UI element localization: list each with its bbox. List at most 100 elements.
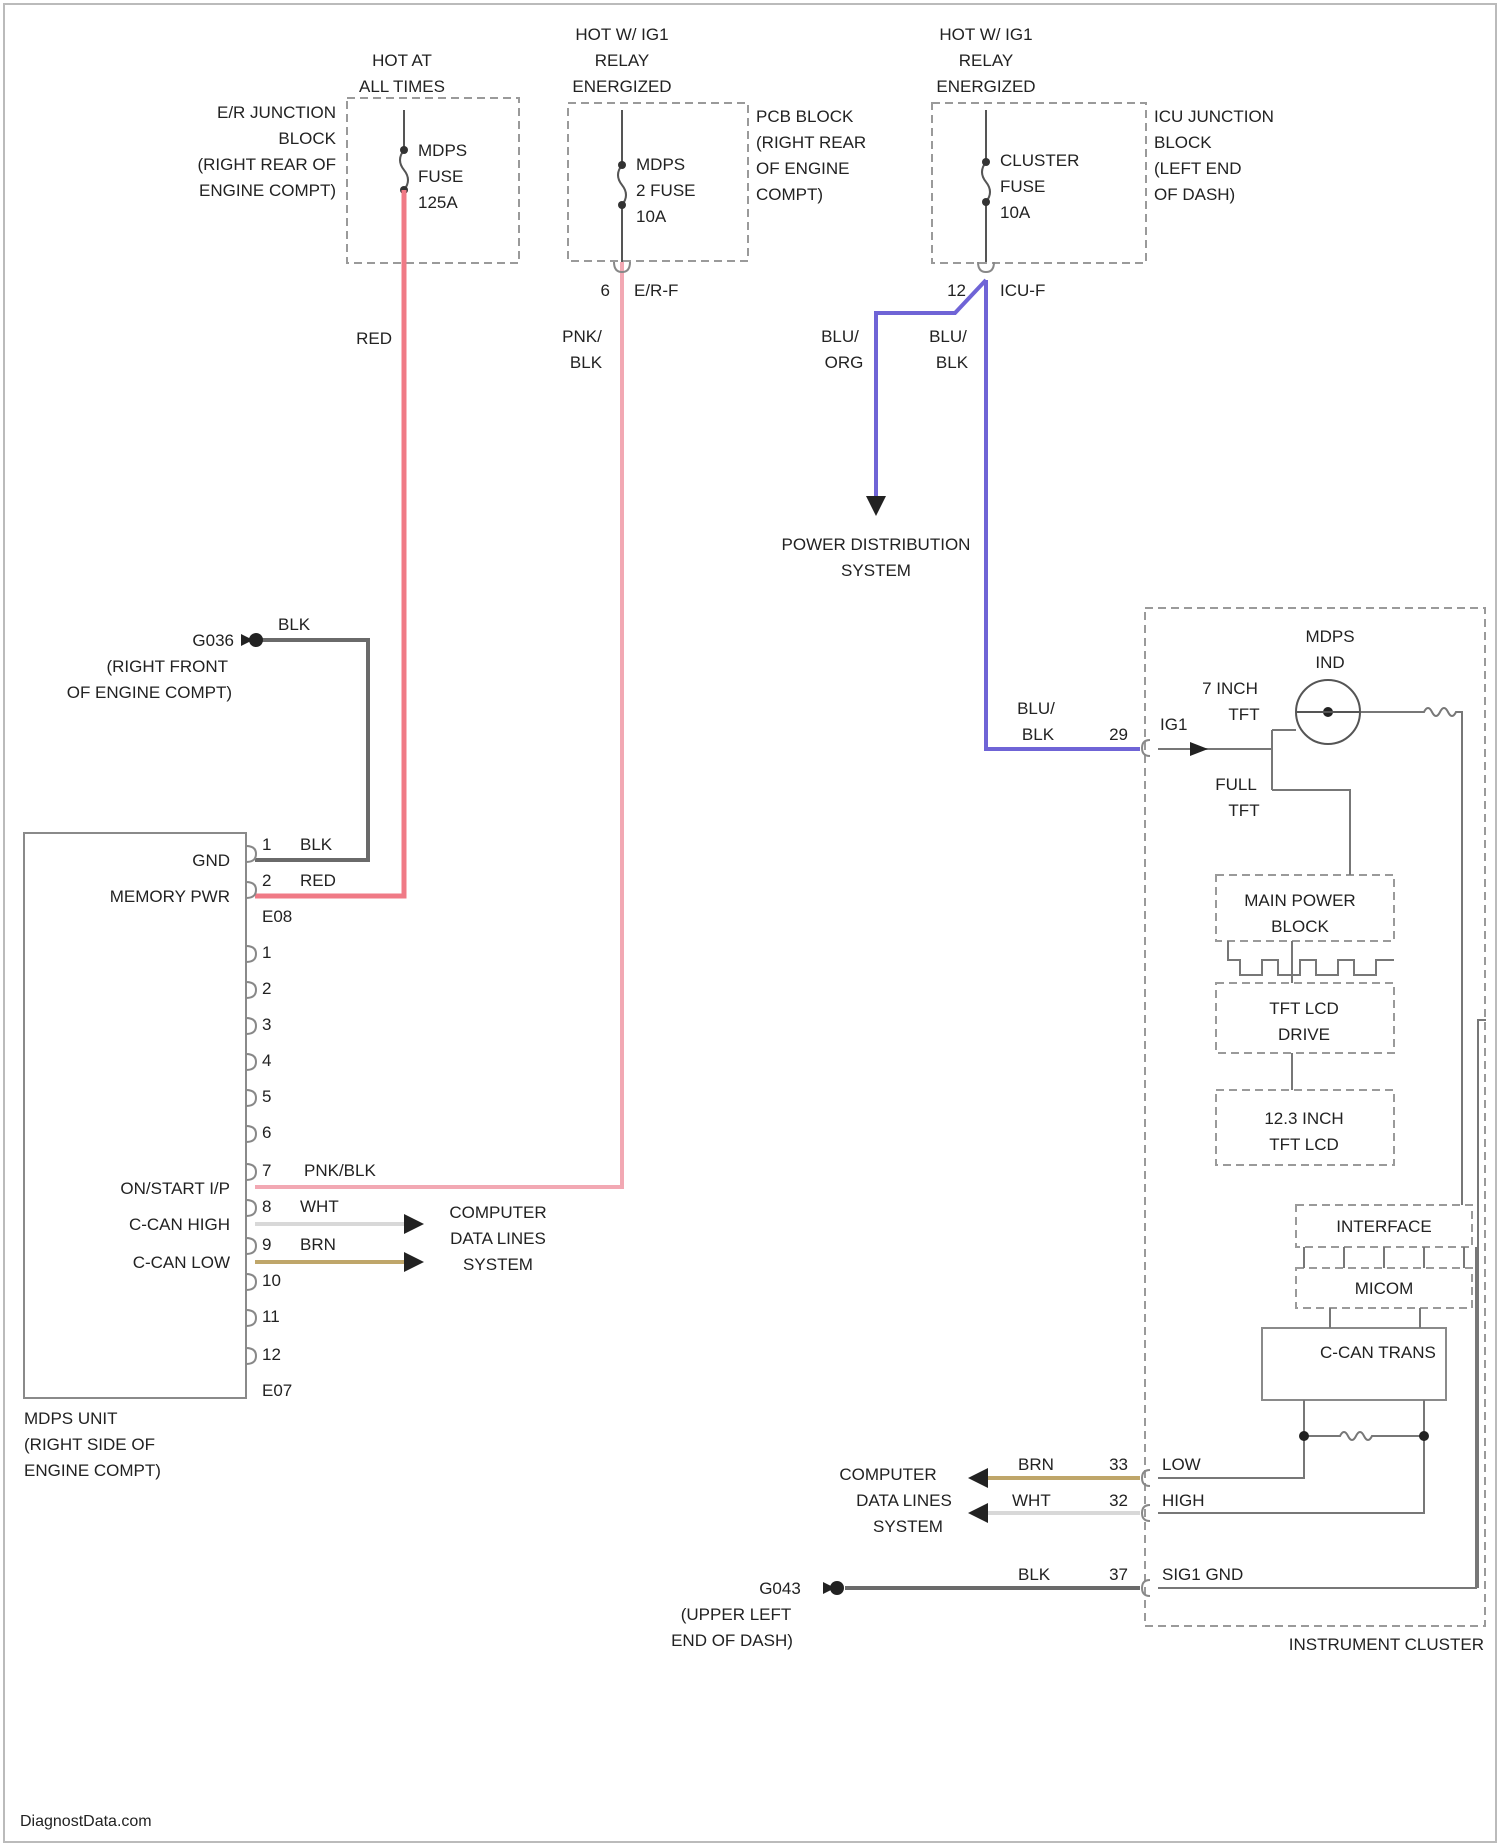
mdps2-fuse-3: 10A	[636, 207, 667, 226]
mdps-fuse-2: FUSE	[418, 167, 463, 186]
watermark: DiagnostData.com	[20, 1813, 152, 1830]
mdps-label-ccanhigh: C-CAN HIGH	[129, 1215, 230, 1234]
icu-location-4: OF DASH)	[1154, 185, 1235, 204]
cluster-fuse-connector: ICU-F	[1000, 281, 1045, 300]
mdps2-pin: 6	[601, 281, 610, 300]
icu-location-2: BLOCK	[1154, 133, 1212, 152]
mdps-pin-2: 2	[262, 871, 271, 890]
blu-org-1: BLU/	[821, 327, 859, 346]
blu-blk-4: BLK	[1022, 725, 1055, 744]
mdps2-connector: E/R-F	[634, 281, 678, 300]
mdps-pin-e07-8: 8	[262, 1197, 271, 1216]
connector-e08: E08	[262, 907, 292, 926]
full-tft-2: TFT	[1228, 801, 1259, 820]
g036-label-1: G036	[192, 631, 234, 650]
main-power-1: MAIN POWER	[1244, 891, 1355, 910]
mdps-label-onstart: ON/START I/P	[120, 1179, 230, 1198]
interface-label: INTERFACE	[1336, 1217, 1431, 1236]
power-dist-1: POWER DISTRIBUTION	[782, 535, 971, 554]
main-power-2: BLOCK	[1271, 917, 1329, 936]
pnk-blk-1: PNK/	[562, 327, 602, 346]
mdps-name-3: ENGINE COMPT)	[24, 1461, 161, 1480]
mdps-unit-box	[24, 833, 246, 1398]
mdps-fuse-3: 125A	[418, 193, 458, 212]
g036-label-3: OF ENGINE COMPT)	[67, 683, 232, 702]
mdps-pin-e07-2: 2	[262, 979, 271, 998]
connector-e07: E07	[262, 1381, 292, 1400]
ground-dash-3: END OF DASH)	[671, 1631, 793, 1650]
mdps-pin-e07-11: 11	[262, 1307, 280, 1326]
mdps-name-1: MDPS UNIT	[24, 1409, 118, 1428]
tft-lcd-drive-2: DRIVE	[1278, 1025, 1330, 1044]
pcb-location-2: (RIGHT REAR	[756, 133, 866, 152]
lcd-12-2: TFT LCD	[1269, 1135, 1339, 1154]
blk-wire-label-top: BLK	[278, 615, 311, 634]
computer-data-cluster-3: SYSTEM	[873, 1517, 943, 1536]
cluster-fuse-pin: 12	[947, 281, 966, 300]
cluster-header-3: ENERGIZED	[936, 77, 1035, 96]
mdps2-header-2: RELAY	[595, 51, 650, 70]
mdps-name-2: (RIGHT SIDE OF	[24, 1435, 155, 1454]
main-header-1: HOT AT	[372, 51, 432, 70]
cluster-gnd-label: SIG1 GND	[1162, 1565, 1243, 1584]
ground-dash-1: G043	[759, 1579, 801, 1598]
computer-data-2: DATA LINES	[450, 1229, 546, 1248]
brn-cluster: BRN	[1018, 1455, 1054, 1474]
computer-data-arrow-cluster-high	[968, 1503, 988, 1523]
cluster-fuse-1: CLUSTER	[1000, 151, 1079, 170]
mdps2-fuse-2: 2 FUSE	[636, 181, 696, 200]
mdps-pin-e07-1: 1	[262, 943, 271, 962]
cluster-fuse-3: 10A	[1000, 203, 1031, 222]
pnk-blk-2: BLK	[570, 353, 603, 372]
main-header-2: ALL TIMES	[359, 77, 445, 96]
pcb-location-1: PCB BLOCK	[756, 107, 854, 126]
mdps-pin-e07-10: 10	[262, 1271, 281, 1290]
ccan-trans-box	[1262, 1328, 1446, 1400]
ccan-trans-label: C-CAN TRANS	[1320, 1343, 1436, 1362]
mdps-pin-e07-9: 9	[262, 1235, 271, 1254]
cluster-gnd-pin: 37	[1109, 1565, 1128, 1584]
mdps-label-gnd: GND	[192, 851, 230, 870]
er-location-1: E/R JUNCTION	[217, 103, 336, 122]
mdps2-fuse-symbol	[618, 110, 626, 262]
blk-cluster: BLK	[1018, 1565, 1051, 1584]
cluster-fuse-2: FUSE	[1000, 177, 1045, 196]
cluster-mdps-ind-2: IND	[1315, 653, 1344, 672]
red-wire-label-inline: RED	[300, 871, 336, 890]
icu-location-3: (LEFT END	[1154, 159, 1242, 178]
cluster-header-1: HOT W/ IG1	[939, 25, 1032, 44]
blue-orange-wire	[876, 280, 986, 498]
computer-data-arrow-cluster-low	[968, 1468, 988, 1488]
mdps-pin-e07-7: 7	[262, 1161, 271, 1180]
pcb-location-3: OF ENGINE	[756, 159, 850, 178]
er-location-4: ENGINE COMPT)	[199, 181, 336, 200]
mdps-label-memory: MEMORY PWR	[110, 887, 230, 906]
mdps-pin-1: 1	[262, 835, 271, 854]
mdps-fuse-1: MDPS	[418, 141, 467, 160]
full-tft-1: FULL	[1215, 775, 1257, 794]
blu-blk-1: BLU/	[929, 327, 967, 346]
mdps2-fuse-1: MDPS	[636, 155, 685, 174]
seven-inch-1: 7 INCH	[1202, 679, 1258, 698]
ground-g036-wire	[255, 640, 368, 860]
cluster-header-2: RELAY	[959, 51, 1014, 70]
brn-inline: BRN	[300, 1235, 336, 1254]
red-wire	[255, 190, 404, 896]
blu-blk-2: BLK	[936, 353, 969, 372]
mdps-pin-e07-6: 6	[262, 1123, 271, 1142]
mdps-pin-e07-5: 5	[262, 1087, 271, 1106]
seven-inch-2: TFT	[1228, 705, 1259, 724]
computer-data-arrow-low	[404, 1252, 424, 1272]
power-dist-2: SYSTEM	[841, 561, 911, 580]
cluster-low-pin: 33	[1109, 1455, 1128, 1474]
power-distribution-arrow	[866, 496, 886, 516]
computer-data-cluster-1: COMPUTER	[839, 1465, 936, 1484]
wht-cluster: WHT	[1012, 1491, 1051, 1510]
computer-data-cluster-2: DATA LINES	[856, 1491, 952, 1510]
pink-black-wire	[255, 262, 622, 1187]
er-location-2: BLOCK	[278, 129, 336, 148]
ground-dash-2: (UPPER LEFT	[681, 1605, 792, 1624]
cluster-ig1-pin: 29	[1109, 725, 1128, 744]
mdps2-header-3: ENERGIZED	[572, 77, 671, 96]
blue-black-wire	[986, 280, 1140, 749]
